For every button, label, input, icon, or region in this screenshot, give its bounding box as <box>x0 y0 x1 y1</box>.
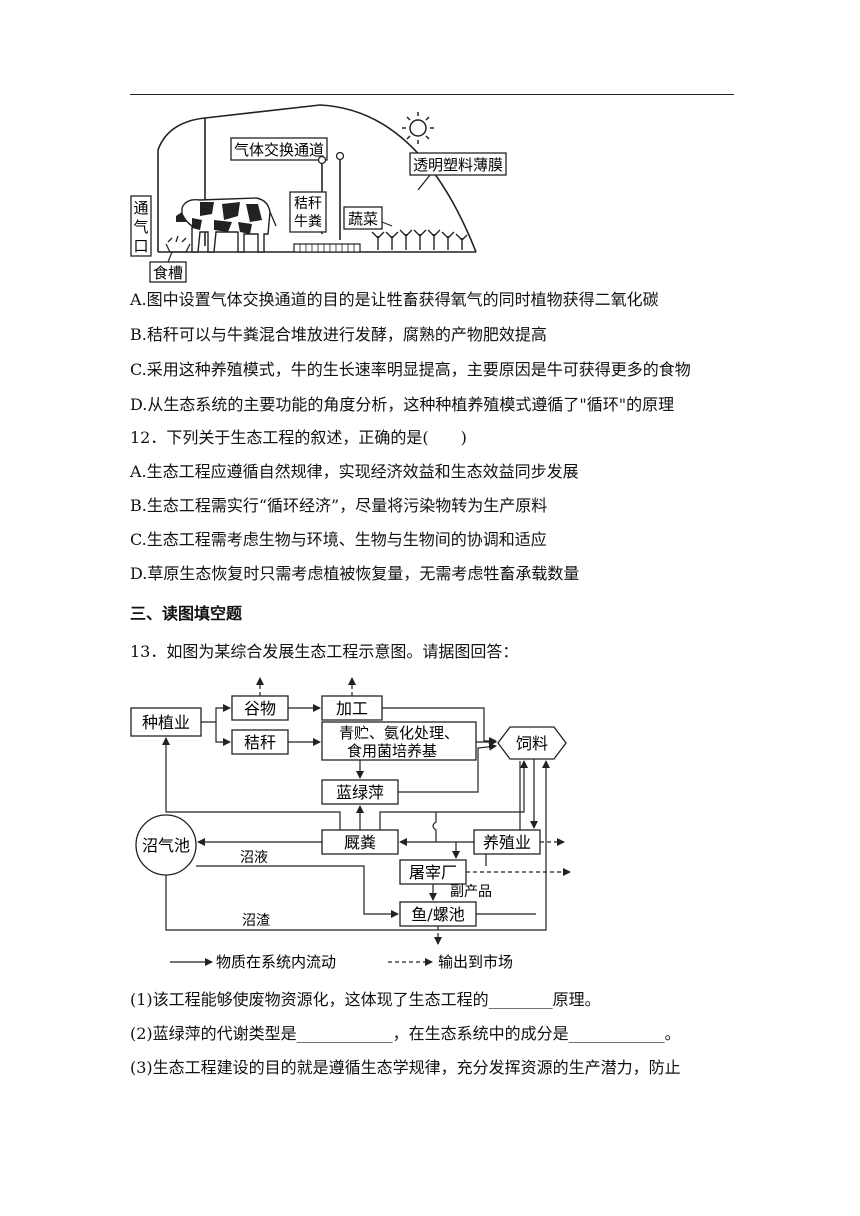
greenhouse-figure: 气体交换通道 透明塑料薄膜 通 气 口 秸秆 牛粪 蔬菜 <box>130 104 507 283</box>
node-planting: 种植业 <box>142 713 190 732</box>
node-slaughter: 屠宰厂 <box>409 863 457 882</box>
q12-option-a: A.生态工程应遵循自然规律，实现经济效益和生态效益同步发展 <box>130 462 579 481</box>
node-fish: 鱼/螺池 <box>411 905 464 924</box>
q11-option-c: C.采用这种养殖模式，牛的生长速率明显提高，主要原因是牛可获得更多的食物 <box>130 360 691 379</box>
greenhouse-arch <box>157 104 477 253</box>
gas-channel-label: 气体交换通道 <box>234 141 324 159</box>
trough-label: 食槽 <box>153 264 183 282</box>
q11-option-a: A.图中设置气体交换通道的目的是让牲畜获得氧气的同时植物获得二氧化碳 <box>130 290 659 309</box>
vegetables-label: 蔬菜 <box>348 210 378 228</box>
q12-option-d: D.草原生态恢复时只需考虑植被恢复量，无需考虑牲畜承载数量 <box>130 564 580 583</box>
node-silage-line1: 青贮、氨化处理、 <box>339 724 459 742</box>
vegetable-plants-icon <box>371 229 468 250</box>
node-azolla: 蓝绿萍 <box>336 783 384 802</box>
q13-question-2: (2)蓝绿萍的代谢类型是____________，在生态系统中的成分是_____… <box>130 1024 681 1043</box>
edge-byproduct: 副产品 <box>450 884 492 900</box>
node-silage-line2: 食用菌培养基 <box>347 742 437 760</box>
q13-question-1: (1)该工程能够使废物资源化，这体现了生态工程的________原理。 <box>130 990 601 1009</box>
header-rule <box>130 94 734 95</box>
node-straw: 秸秆 <box>244 733 276 752</box>
q12-stem: 12．下列关于生态工程的叙述，正确的是( ) <box>130 428 467 447</box>
q12-option-c: C.生态工程需考虑生物与环境、生物与生物间的协调和适应 <box>130 530 547 549</box>
q12-option-b: B.生态工程需实行“循环经济”，尽量将污染物转为生产原料 <box>130 496 548 515</box>
manure-heap <box>293 243 361 253</box>
node-feed: 饲料 <box>516 734 548 753</box>
node-processing: 加工 <box>336 699 368 718</box>
legend-dashed: 输出到市场 <box>438 953 513 971</box>
section-title: 三、读图填空题 <box>130 604 243 623</box>
manure-label: 牛粪 <box>294 214 322 230</box>
straw-label: 秸秆 <box>294 196 322 212</box>
node-grain: 谷物 <box>244 699 276 718</box>
edge-slurry: 沼液 <box>240 850 268 866</box>
q13-stem: 13．如图为某综合发展生态工程示意图。请据图回答： <box>130 642 519 661</box>
node-silage-box <box>321 721 477 761</box>
cow-icon <box>176 197 277 253</box>
vent-label-3: 口 <box>133 237 148 255</box>
q11-option-d: D.从生态系统的主要功能的角度分析，这种种植养殖模式遵循了"循环"的原理 <box>130 395 675 414</box>
trough-icon <box>165 235 191 253</box>
node-biogas: 沼气池 <box>142 836 190 855</box>
sun-icon <box>402 112 434 144</box>
film-label: 透明塑料薄膜 <box>413 156 503 174</box>
node-feed-box <box>497 726 567 760</box>
vent-label-1: 通 <box>133 199 148 217</box>
legend-solid: 物质在系统内流动 <box>216 953 336 971</box>
q13-question-3: (3)生态工程建设的目的就是遵循生态学规律，充分发挥资源的生产潜力，防止 <box>130 1058 681 1077</box>
node-manure: 厩粪 <box>344 833 376 852</box>
q11-option-b: B.秸秆可以与牛粪混合堆放进行发酵，腐熟的产物肥效提高 <box>130 325 547 344</box>
vent-label-2: 气 <box>133 218 148 236</box>
edge-residue: 沼渣 <box>242 913 270 929</box>
node-breeding: 养殖业 <box>483 833 531 852</box>
